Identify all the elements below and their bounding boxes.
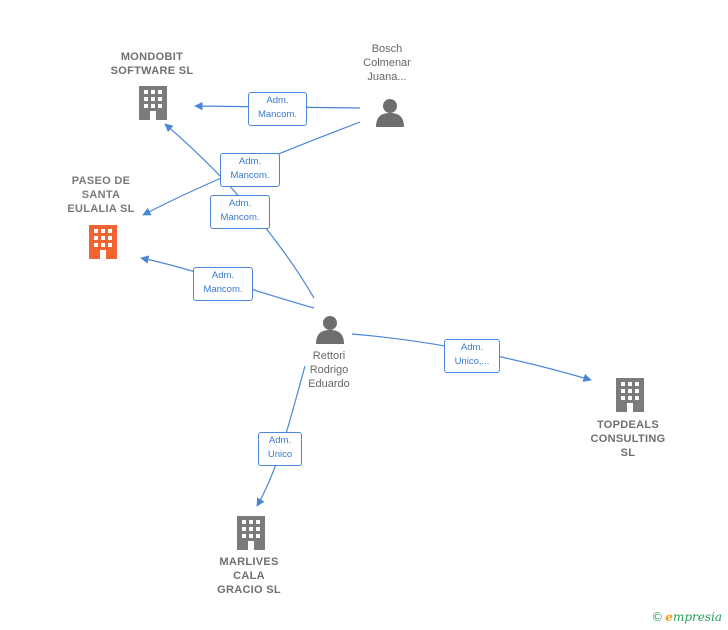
node-label-mondobit[interactable]: MONDOBIT SOFTWARE SL [110,51,194,77]
rettori-person-icon[interactable] [316,316,344,344]
edge-label-rettori-to-mondobit[interactable]: Adm. Mancom. [210,195,270,229]
edge-label-rettori-to-topdeals[interactable]: Adm. Unico,... [444,339,500,373]
brand-rest: mpresia [672,610,722,624]
node-label-topdeals[interactable]: TOPDEALS CONSULTING SL [590,419,666,459]
topdeals-building-icon[interactable] [616,378,644,412]
edge-label-bosch-to-paseo[interactable]: Adm. Mancom. [220,153,280,187]
brand-initial: e [665,610,673,624]
edge-label-rettori-to-paseo[interactable]: Adm. Mancom. [193,267,253,301]
node-label-paseo[interactable]: PASEO DE SANTA EULALIA SL [67,175,135,215]
node-label-marlives[interactable]: MARLIVES CALA GRACIO SL [217,556,281,596]
edge-label-rettori-to-marlives[interactable]: Adm. Unico [258,432,302,466]
edge-label-bosch-to-mondobit[interactable]: Adm. Mancom. [248,92,307,126]
marlives-building-icon[interactable] [237,516,265,550]
node-label-rettori[interactable]: Rettori Rodrigo Eduardo [308,350,350,390]
copyright-symbol: © [651,610,664,624]
node-label-bosch[interactable]: Bosch Colmenar Juana... [363,43,411,83]
mondobit-building-icon[interactable] [139,86,167,120]
empresia-logo: ©empresia [651,610,722,624]
paseo-building-icon[interactable] [89,225,117,259]
bosch-person-icon[interactable] [376,99,404,127]
